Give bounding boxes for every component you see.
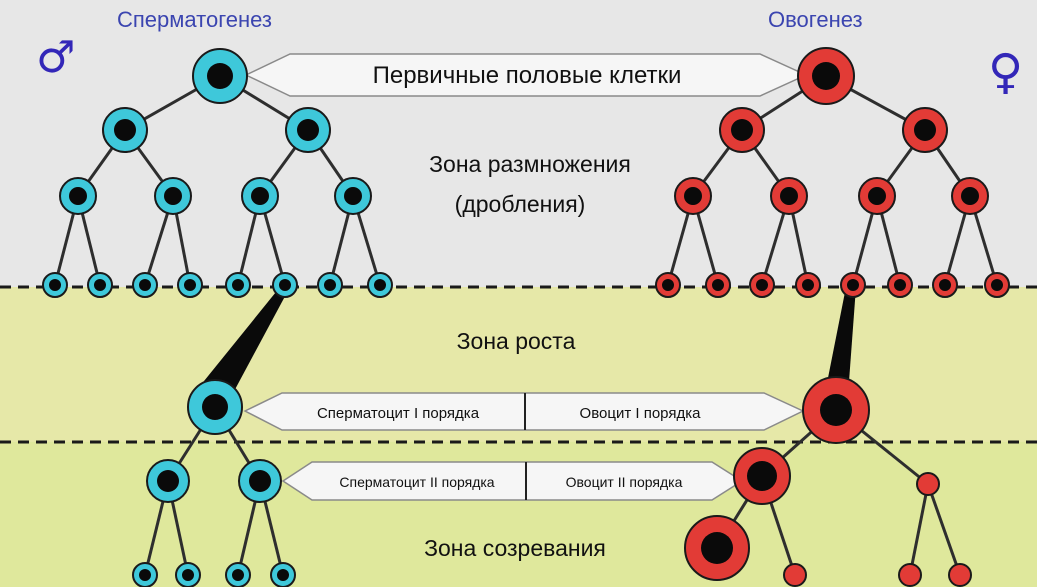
label-spermatocyte-1: Сперматоцит I порядка xyxy=(317,405,480,422)
spermatocyte-1-cell xyxy=(187,379,243,435)
zone-multiplication-bg xyxy=(0,0,1037,287)
oogonium-cell xyxy=(719,107,765,153)
spermatogonium-cell xyxy=(241,177,279,215)
spermatogonium-cell xyxy=(334,177,372,215)
label-maturation-zone: Зона созревания xyxy=(424,535,606,561)
spermatid-cell xyxy=(270,562,296,587)
female-symbol-icon: ♀ xyxy=(988,44,1023,100)
polar-body-cell xyxy=(948,563,972,587)
label-oocyte-1: Овоцит I порядка xyxy=(580,405,702,422)
spermatid-cell xyxy=(225,562,251,587)
primordial-cell-male xyxy=(192,48,248,104)
spermatid-cell xyxy=(175,562,201,587)
oocyte-1-cell xyxy=(802,376,870,444)
label-spermatocyte-2: Сперматоцит II порядка xyxy=(339,474,494,490)
spermatogonium-cell xyxy=(102,107,148,153)
spermatogonium-cell xyxy=(132,272,158,298)
oogonium-cell xyxy=(655,272,681,298)
growth-wedge-male xyxy=(200,287,290,395)
spermatogonium-cell xyxy=(272,272,298,298)
oogonium-cell xyxy=(770,177,808,215)
spermatogonium-cell xyxy=(317,272,343,298)
oogonium-cell xyxy=(795,272,821,298)
polar-body-cell xyxy=(898,563,922,587)
spermatogonium-cell xyxy=(285,107,331,153)
spermatogonium-cell xyxy=(367,272,393,298)
oogonium-cell xyxy=(858,177,896,215)
spermatogenesis-title: Сперматогенез xyxy=(117,7,272,32)
spermatogonium-cell xyxy=(42,272,68,298)
label-multiplication-zone: Зона размножения xyxy=(429,151,631,177)
spermatogonium-cell xyxy=(154,177,192,215)
oogonium-cell xyxy=(705,272,731,298)
label-oocyte-2: Овоцит II порядка xyxy=(566,474,683,490)
spermatocyte-2-cell xyxy=(238,459,282,503)
oogonium-cell xyxy=(674,177,712,215)
oogonium-cell xyxy=(887,272,913,298)
male-symbol-icon: ♂ xyxy=(36,32,75,83)
polar-body-cell xyxy=(916,472,940,496)
oogonium-cell xyxy=(902,107,948,153)
ootid-cell xyxy=(684,515,750,581)
male-cells xyxy=(42,48,393,587)
label-primordial-cells: Первичные половые клетки xyxy=(373,62,682,89)
oogonium-cell xyxy=(840,272,866,298)
growth-wedge-female xyxy=(826,287,856,395)
primordial-cell-female xyxy=(797,47,855,105)
spermatogonium-cell xyxy=(87,272,113,298)
oogenesis-title: Овогенез xyxy=(768,7,863,32)
polar-body-cell xyxy=(783,563,807,587)
label-multiplication-zone-sub: (дробления) xyxy=(455,191,586,217)
spermatogonium-cell xyxy=(59,177,97,215)
label-growth-zone: Зона роста xyxy=(457,328,576,354)
female-cells xyxy=(655,47,1010,587)
oocyte-2-cell xyxy=(733,447,791,505)
oogonium-cell xyxy=(932,272,958,298)
spermatogonium-cell xyxy=(225,272,251,298)
oogonium-cell xyxy=(749,272,775,298)
oogonium-cell xyxy=(951,177,989,215)
spermatocyte-2-cell xyxy=(146,459,190,503)
spermatogonium-cell xyxy=(177,272,203,298)
spermatid-cell xyxy=(132,562,158,587)
oogonium-cell xyxy=(984,272,1010,298)
